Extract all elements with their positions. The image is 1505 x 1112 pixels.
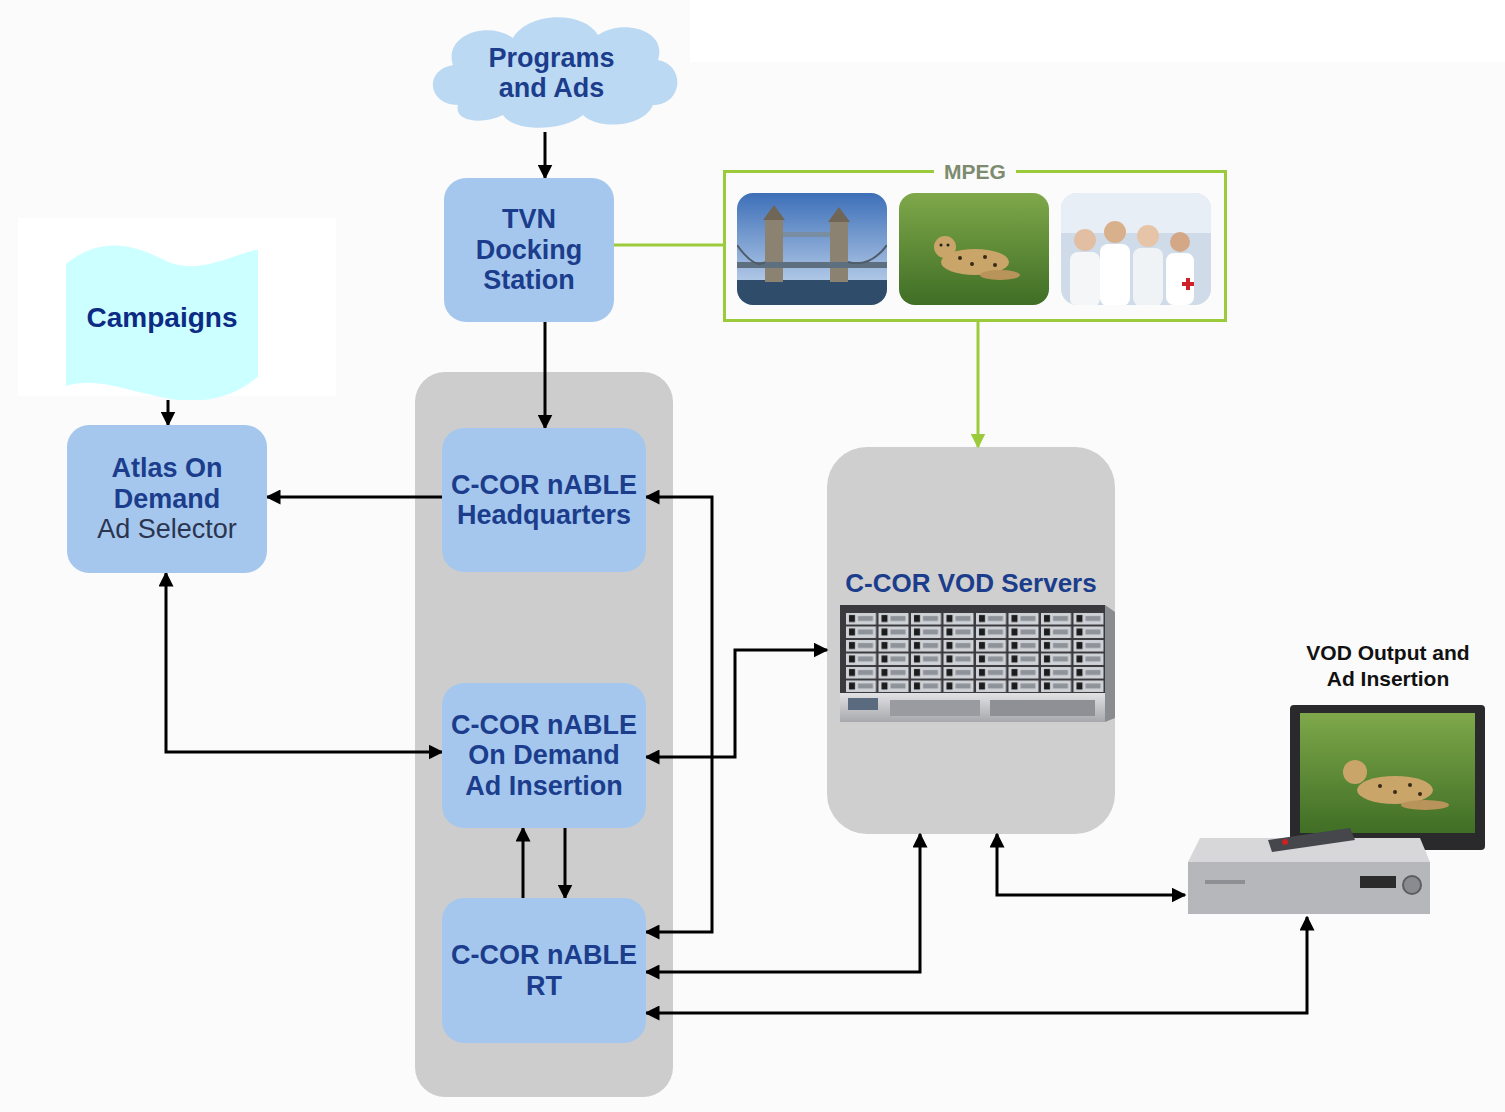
grey-panel	[415, 372, 673, 1097]
node-content: TVN Docking Station	[444, 178, 614, 322]
server-panel-box: C-COR VOD Servers	[827, 447, 1115, 834]
connector-arrow	[167, 400, 170, 425]
connector-arrow	[614, 244, 723, 247]
node-content: C-COR VOD Servers	[827, 447, 1115, 834]
node-title: TVN Docking Station	[450, 204, 608, 296]
node-title: C-COR nABLE RT	[448, 940, 640, 1001]
process-box: C-COR nABLE RT	[442, 898, 646, 1043]
connector-arrow	[997, 834, 1185, 895]
node-content: C-COR nABLE Headquarters	[442, 428, 646, 572]
white-area	[690, 0, 1505, 62]
server-panel	[827, 447, 1115, 834]
node-content: C-COR nABLE On Demand Ad Insertion	[442, 683, 646, 828]
node-content: Programs and Ads	[418, 10, 685, 132]
node-content: VOD Output and Ad Insertion	[1185, 640, 1490, 917]
node-title: C-COR nABLE On Demand Ad Insertion	[448, 710, 640, 802]
node-content: C-COR nABLE RT	[442, 898, 646, 1043]
connector-arrow	[646, 497, 712, 932]
node-title: VOD Output and Ad Insertion	[1298, 640, 1478, 693]
connector-arrow	[646, 650, 827, 757]
node-title: MPEG	[934, 159, 1016, 184]
connector-arrow	[522, 828, 525, 898]
node-subtitle: Ad Selector	[97, 514, 237, 545]
node-content: MPEG	[726, 173, 1224, 319]
connector-arrow	[166, 573, 442, 752]
process-box: Atlas On DemandAd Selector	[67, 425, 267, 573]
connector-arrow	[977, 322, 980, 447]
viewer-device-box: VOD Output and Ad Insertion	[1185, 640, 1490, 917]
connector-arrow	[564, 828, 567, 898]
content-group-box: MPEG	[723, 170, 1227, 322]
source-cloud: Programs and Ads	[418, 10, 685, 132]
process-box: C-COR nABLE Headquarters	[442, 428, 646, 572]
connector-arrow	[544, 132, 547, 178]
document-shape: Campaigns	[66, 245, 258, 400]
node-content: Atlas On DemandAd Selector	[67, 425, 267, 573]
process-box: TVN Docking Station	[444, 178, 614, 322]
tv-and-set-top-box	[1188, 705, 1485, 914]
process-box: C-COR nABLE On Demand Ad Insertion	[442, 683, 646, 828]
connector-arrow	[646, 917, 1307, 1013]
node-content: Campaigns	[66, 245, 258, 400]
connector-arrow	[646, 834, 920, 972]
connector-arrow	[544, 322, 547, 428]
travel-ad-picture	[737, 193, 887, 305]
node-title: C-COR VOD Servers	[845, 569, 1096, 598]
node-title: Programs and Ads	[468, 43, 635, 104]
node-title: C-COR nABLE Headquarters	[448, 470, 640, 531]
node-title: Campaigns	[87, 302, 238, 334]
connector-arrow	[267, 496, 442, 499]
node-title: Atlas On Demand	[73, 453, 261, 514]
cheetah-picture	[899, 193, 1049, 305]
healthcare-picture	[1061, 193, 1211, 305]
server-rack	[840, 605, 1115, 722]
